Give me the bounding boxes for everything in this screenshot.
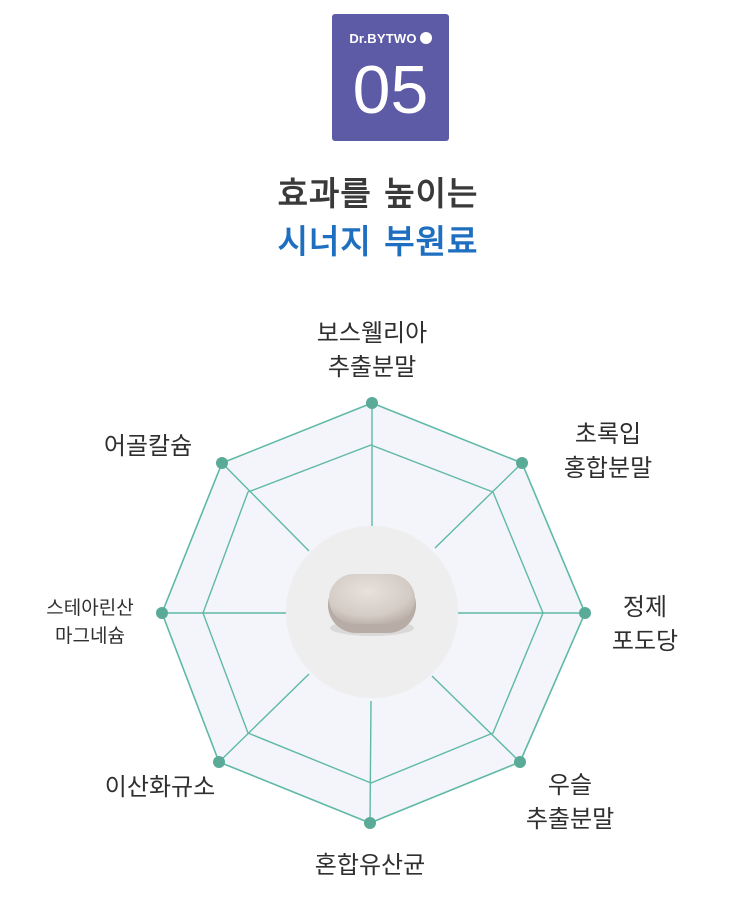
headline-line-2: 시너지 부원료 [277, 222, 479, 261]
radar-dots [156, 397, 591, 829]
ingredient-label-probiotics: 혼합유산균 [314, 851, 426, 879]
pill-image [328, 574, 416, 636]
mascot-icon [419, 32, 432, 44]
section-number: 05 [352, 52, 429, 128]
ingredient-label-silicon-dioxide: 이산화규소 [104, 773, 216, 801]
ingredient-label-fish-bone-calcium: 어골칼슘 [103, 432, 193, 460]
brand-logo: Dr.BYTWO [332, 31, 449, 46]
radar-spokes [162, 403, 585, 824]
headline-line-1: 효과를 높이는 [277, 174, 479, 213]
number-badge: Dr.BYTWO 05 [332, 14, 449, 141]
